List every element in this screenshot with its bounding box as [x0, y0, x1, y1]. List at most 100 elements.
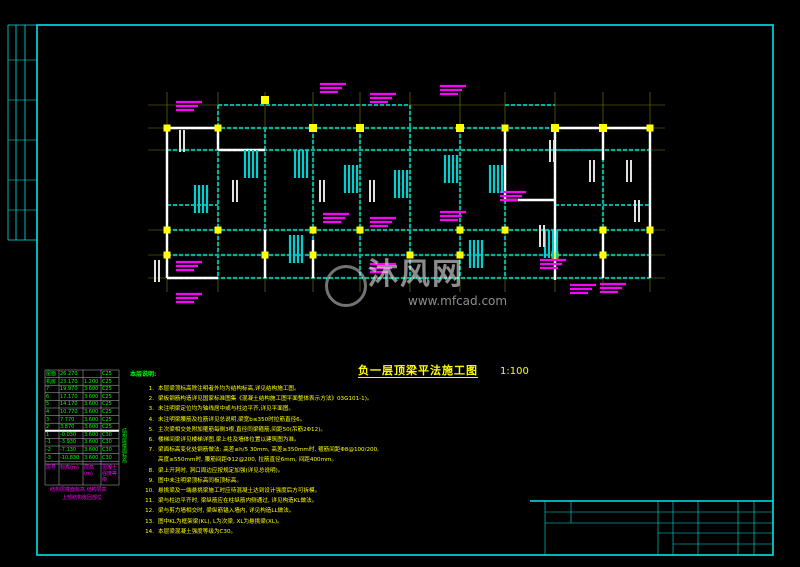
column — [214, 226, 222, 234]
table-cell: 3.600 — [84, 431, 99, 438]
note-item: 5. 主次梁相交处附加箍筋每侧3根,直径同梁箍筋,间距50(吊筋2Φ12)。 — [140, 427, 326, 434]
note-text: 未注明梁腰筋及拉筋详见总说明,梁宽b≤350时拉筋直径6。 — [158, 416, 306, 423]
watermark-url: www.mfcad.com — [408, 294, 508, 308]
table-cell: C25 — [102, 401, 112, 408]
note-item: 1.本层梁顶标高除注明者外均为结构标高,详见结构施工图。 — [140, 386, 300, 393]
note-number: 2. — [148, 396, 154, 403]
table-cell: 1 — [46, 431, 50, 438]
column — [163, 124, 171, 132]
note-number: 10. — [145, 488, 154, 494]
note-text: 图中未注明梁顶标高同板顶标高。 — [158, 477, 242, 484]
column — [309, 251, 317, 259]
note-item: 7.梁面标高变化处钢筋做法: 高差≤h/5 30mm, 高差≥350mm时, 箍… — [140, 447, 379, 454]
table-cell: 机房 — [46, 378, 57, 385]
table-cell: C30 — [102, 447, 112, 453]
note-item: 4. 未注明梁腰筋及拉筋详见总说明,梁宽b≤350时拉筋直径6。 — [140, 416, 306, 424]
column — [261, 96, 269, 104]
note-item: 8.梁上开洞时, 洞口周边应按规定加强(详见总说明)。 — [140, 468, 284, 475]
note-number: 13. — [145, 518, 154, 525]
note-text: 梁与柱边平齐时, 梁纵筋应在柱纵筋内侧通过, 详见构造KL做法。 — [158, 498, 318, 505]
watermark: 沐风网 — [368, 257, 464, 292]
table-cell: C25 — [102, 424, 112, 431]
column — [261, 251, 269, 259]
table-cell: 上部结构嵌固部位 — [62, 495, 103, 501]
table-side-label: 结构层楼面标高 — [121, 428, 127, 463]
column — [309, 124, 317, 132]
table-cell: 19.970 — [60, 386, 78, 393]
table-cell: 5 — [46, 401, 50, 408]
note-number: 4. — [148, 416, 154, 423]
column — [646, 226, 654, 234]
table-cell: 10.770 — [60, 409, 78, 415]
note-text: 主次梁相交处附加箍筋每侧3根,直径同梁箍筋,间距50(吊筋2Φ12)。 — [158, 426, 326, 433]
column — [406, 251, 414, 259]
note-text: 楼梯间梁详见楼梯详图,梁上柱及墙体位置以建筑图为准。 — [158, 437, 300, 443]
note-item: 10.悬挑梁及一端悬挑梁施工时应待混凝土达到设计强度后方可拆模。 — [140, 488, 320, 495]
table-cell: 3.600 — [84, 401, 99, 408]
table-cell: 3.600 — [84, 439, 99, 446]
column — [456, 251, 464, 259]
table-cell: 7 — [46, 386, 50, 393]
column — [551, 124, 559, 132]
note-item: 9. 图中未注明梁顶标高同板顶标高。 — [140, 478, 242, 485]
table-cell: -3 — [46, 454, 51, 461]
note-text: 未注明梁定位均为轴线居中或与柱边平齐,详见平面图。 — [158, 406, 295, 413]
table-cell: 7.770 — [60, 416, 75, 423]
table-cell: 混凝土强度等级 — [102, 465, 118, 483]
note-text: 高度≥550mm时, 腰筋间距Φ12@200, 拉筋直径6mm, 间距400mm… — [158, 457, 338, 464]
table-cell: 3.600 — [84, 424, 99, 431]
table-cell: 3.600 — [84, 447, 99, 453]
column — [456, 124, 464, 132]
note-number: 3. — [148, 406, 154, 413]
table-cell: -3.930 — [60, 439, 77, 446]
table-cell: 3.600 — [84, 454, 99, 461]
note-number: 5. — [148, 426, 154, 433]
note-text: 本层梁混凝土强度等级为C30。 — [158, 528, 237, 535]
note-text: 梁板钢筋构造详见国家标准图集《混凝土结构施工图平面整体表示方法》03G101-1… — [158, 396, 373, 403]
note-item: 3. 未注明梁定位均为轴线居中或与柱边平齐,详见平面图。 — [140, 406, 294, 413]
table-cell: C30 — [102, 439, 112, 446]
note-number: 11. — [145, 498, 154, 505]
table-cell: -2 — [46, 447, 51, 453]
table-cell: C25 — [102, 409, 112, 415]
column — [163, 226, 171, 234]
table-cell: 6 — [46, 393, 50, 400]
note-item: 2. 梁板钢筋构造详见国家标准图集《混凝土结构施工图平面整体表示方法》03G101… — [140, 396, 373, 403]
table-cell: -0.030 — [60, 431, 77, 438]
note-number: 12. — [145, 508, 154, 515]
watermark-logo-icon — [325, 265, 367, 307]
note-item: 12.梁与剪力墙相交时, 梁纵筋锚入墙内, 详见构造LL做法。 — [140, 508, 294, 515]
table-cell: C25 — [102, 393, 112, 400]
table-cell: C30 — [102, 431, 112, 438]
drawing-scale: 1:100 — [500, 366, 529, 377]
table-cell: C30 — [102, 454, 112, 461]
table-cell: C25 — [102, 378, 112, 385]
notes-heading: 本层说明: — [130, 371, 157, 378]
column — [599, 251, 607, 259]
table-cell: 3.870 — [60, 424, 75, 431]
column — [599, 124, 607, 132]
column — [551, 251, 559, 259]
column — [309, 226, 317, 234]
note-text: 图中KL为框架梁(KL), L为次梁, XL为悬挑梁(XL)。 — [158, 518, 283, 525]
table-cell: -7.130 — [60, 447, 77, 453]
note-number: 14. — [145, 528, 154, 535]
table-cell: 标高(m) — [60, 465, 79, 471]
table-cell: 1.200 — [84, 378, 99, 385]
note-item: 14. 本层梁混凝土强度等级为C30。 — [140, 529, 236, 536]
note-text: 梁面标高变化处钢筋做法: 高差≤h/5 30mm, 高差≥350mm时, 箍筋间… — [158, 447, 379, 454]
column — [599, 226, 607, 234]
column — [501, 124, 509, 132]
table-cell: 2 — [46, 424, 50, 431]
table-cell: 14.170 — [60, 401, 78, 408]
table-cell: 屋面 — [46, 371, 57, 377]
table-cell: 3 — [46, 416, 50, 423]
table-cell: -10.830 — [60, 454, 80, 461]
note-number: 9. — [148, 477, 154, 484]
table-cell: 结构层楼面标高 结构层高 — [50, 487, 107, 493]
column — [214, 124, 222, 132]
column — [163, 251, 171, 259]
note-item: 11. 梁与柱边平齐时, 梁纵筋应在柱纵筋内侧通过, 详见构造KL做法。 — [140, 498, 317, 505]
table-cell: 26.270 — [60, 371, 78, 377]
